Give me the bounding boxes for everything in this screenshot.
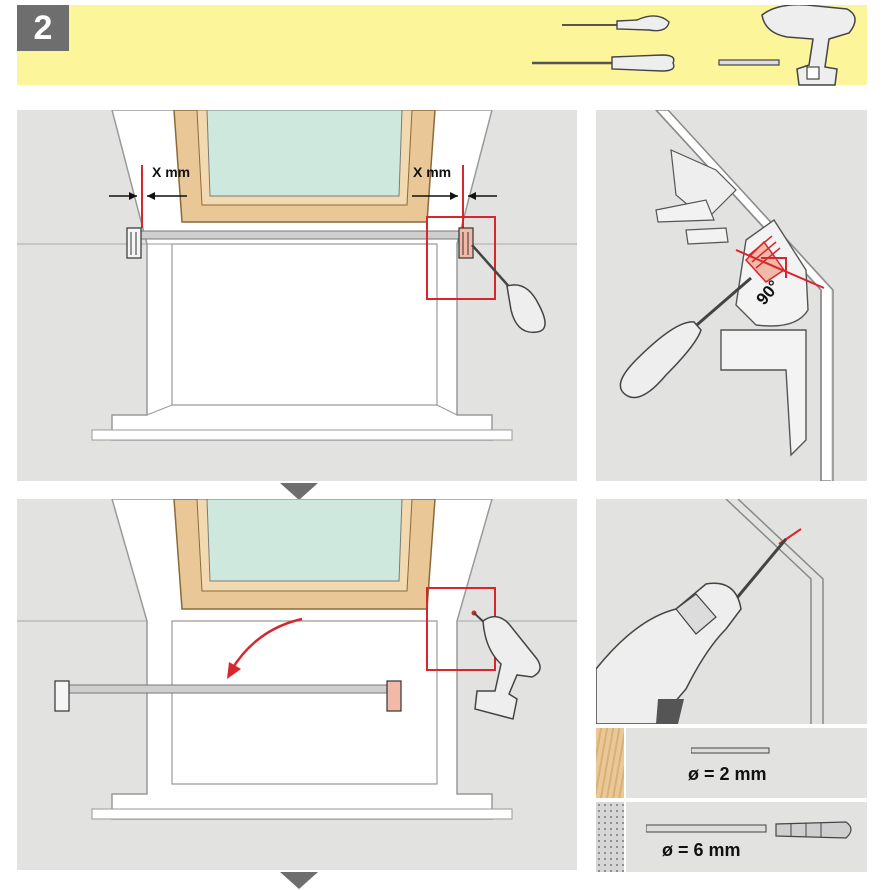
drill-size-masonry-label: ø = 6 mm: [662, 840, 741, 860]
x-mm-label-right: X mm: [413, 164, 452, 180]
masonry-material-swatch: [596, 802, 624, 872]
tools-illustration: [532, 5, 856, 86]
bracket-left: [126, 227, 142, 259]
drill-size-masonry-row: ø = 6 mm: [596, 802, 867, 872]
panel-remove-rail: [17, 499, 577, 870]
drill-holes-illustration: [17, 499, 577, 820]
cordless-drill-icon: [596, 582, 742, 724]
blind-rail: [61, 684, 393, 694]
panel-angle-detail: 90°: [596, 110, 867, 481]
screwdriver-icon: [471, 244, 546, 334]
screwdriver-icon: [619, 276, 752, 399]
detail-highlight: [426, 216, 496, 300]
awl-icon: [562, 15, 670, 32]
step-number-badge: 2: [17, 5, 69, 51]
angle-detail-illustration: 90°: [619, 110, 867, 481]
window-measure-illustration: [17, 110, 577, 441]
bracket-right: [458, 227, 474, 259]
tools-header: [17, 5, 867, 85]
dimension-arrows: [109, 192, 497, 200]
cordless-drill-icon: [473, 612, 541, 720]
window-glass: [206, 110, 403, 197]
screwdriver-icon: [532, 54, 675, 72]
drill-detail-illustration: [596, 499, 867, 724]
rotate-arrow-icon: [227, 617, 303, 679]
wall-plug-icon: [775, 821, 852, 839]
drill-size-wood-row: ø = 2 mm: [596, 728, 867, 798]
down-arrow-icon: [280, 872, 318, 889]
panel-measure-brackets: X mm X mm: [17, 110, 577, 481]
drill-size-wood-label: ø = 2 mm: [688, 764, 767, 784]
bracket-left: [54, 680, 70, 712]
down-arrow-icon: [280, 483, 318, 500]
drill-bit-icon: [646, 824, 767, 833]
blind-rail: [136, 230, 468, 240]
window-profile: [655, 149, 737, 245]
drill-bit-icon: [691, 747, 770, 754]
wood-material-swatch: [596, 728, 624, 798]
cordless-drill-icon: [761, 5, 856, 86]
bracket-right: [386, 680, 402, 712]
x-mm-label-left: X mm: [152, 164, 191, 180]
drill-bit-icon: [718, 59, 780, 66]
panel-drill-detail: [596, 499, 867, 724]
bracket-detail: [720, 219, 809, 457]
